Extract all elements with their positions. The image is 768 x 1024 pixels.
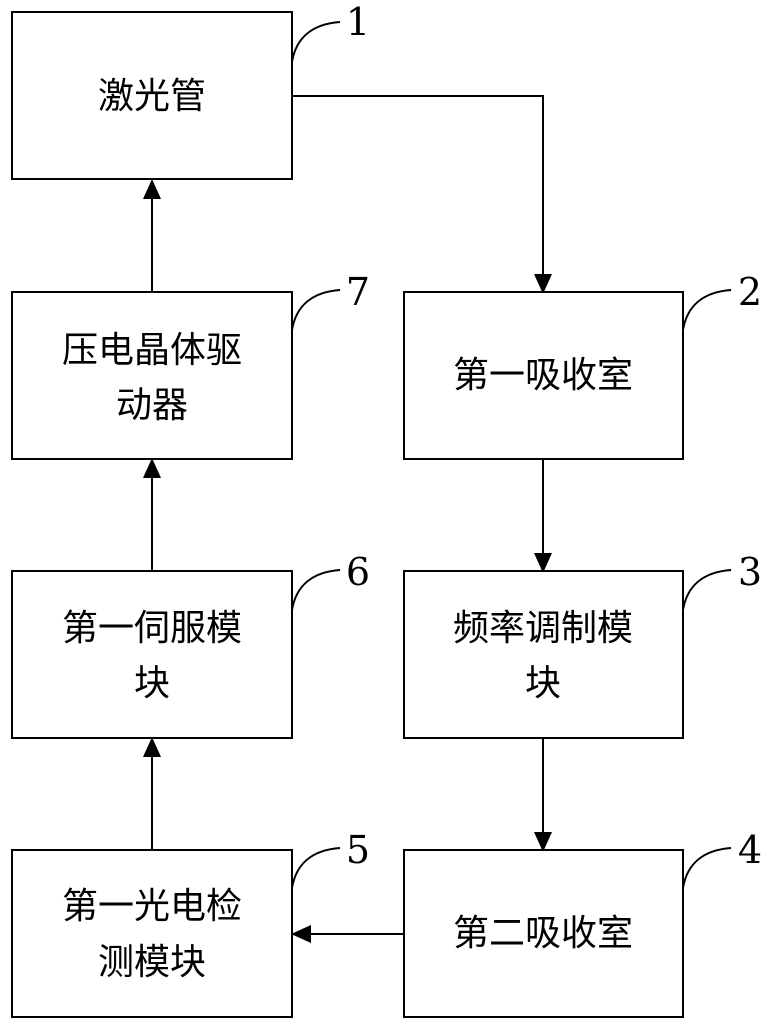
node-photodet-label-line2: 测模块 (98, 942, 206, 983)
node-absorb1: 第一吸收室 2 (404, 270, 762, 459)
callout-leader (292, 570, 340, 610)
node-piezo-label-line1: 压电晶体驱 (62, 330, 242, 371)
node-servo: 第一伺服模 块 6 (12, 550, 370, 738)
svg-text:第一吸收室: 第一吸收室 (453, 355, 633, 396)
node-freqmod: 频率调制模 块 3 (404, 550, 762, 738)
node-absorb2: 第二吸收室 4 (404, 828, 762, 1017)
callout-leader (683, 290, 731, 330)
node-absorb1-label: 第一吸收室 (453, 355, 633, 396)
svg-text:压电晶体驱: 压电晶体驱 (62, 330, 242, 371)
svg-text:第一光电检: 第一光电检 (62, 886, 242, 927)
edge-laser-to-absorb1 (292, 96, 543, 292)
node-piezo-number: 7 (346, 270, 370, 314)
node-laser-label: 激光管 (98, 76, 206, 117)
svg-text:频率调制模: 频率调制模 (453, 608, 633, 649)
callout-leader (292, 22, 340, 62)
node-absorb2-label: 第二吸收室 (453, 913, 633, 954)
callout-leader (683, 848, 731, 888)
node-freqmod-label-line2: 块 (525, 663, 561, 704)
node-absorb1-number: 2 (738, 270, 762, 314)
node-photodet-label-line1: 第一光电检 (62, 886, 242, 927)
svg-text:块: 块 (525, 663, 561, 704)
svg-text:第二吸收室: 第二吸收室 (453, 913, 633, 954)
svg-text:激光管: 激光管 (98, 76, 206, 117)
node-servo-number: 6 (346, 550, 370, 594)
node-freqmod-number: 3 (738, 550, 762, 594)
node-laser-number: 1 (346, 0, 370, 44)
callout-leader (292, 848, 340, 888)
callout-leader (292, 290, 340, 330)
svg-text:第一伺服模: 第一伺服模 (62, 608, 242, 649)
node-photodet: 第一光电检 测模块 5 (12, 828, 370, 1017)
node-laser: 激光管 1 (12, 0, 370, 179)
callout-leader (683, 570, 731, 610)
node-servo-label-line2: 块 (134, 663, 170, 704)
svg-text:块: 块 (134, 663, 170, 704)
svg-text:测模块: 测模块 (98, 942, 206, 983)
node-photodet-number: 5 (346, 828, 370, 872)
node-piezo-label-line2: 动器 (116, 385, 188, 426)
svg-text:动器: 动器 (116, 385, 188, 426)
node-freqmod-label-line1: 频率调制模 (453, 608, 633, 649)
node-piezo: 压电晶体驱 动器 7 (12, 270, 370, 459)
node-servo-label-line1: 第一伺服模 (62, 608, 242, 649)
node-absorb2-number: 4 (738, 828, 762, 872)
connectors (152, 96, 543, 934)
